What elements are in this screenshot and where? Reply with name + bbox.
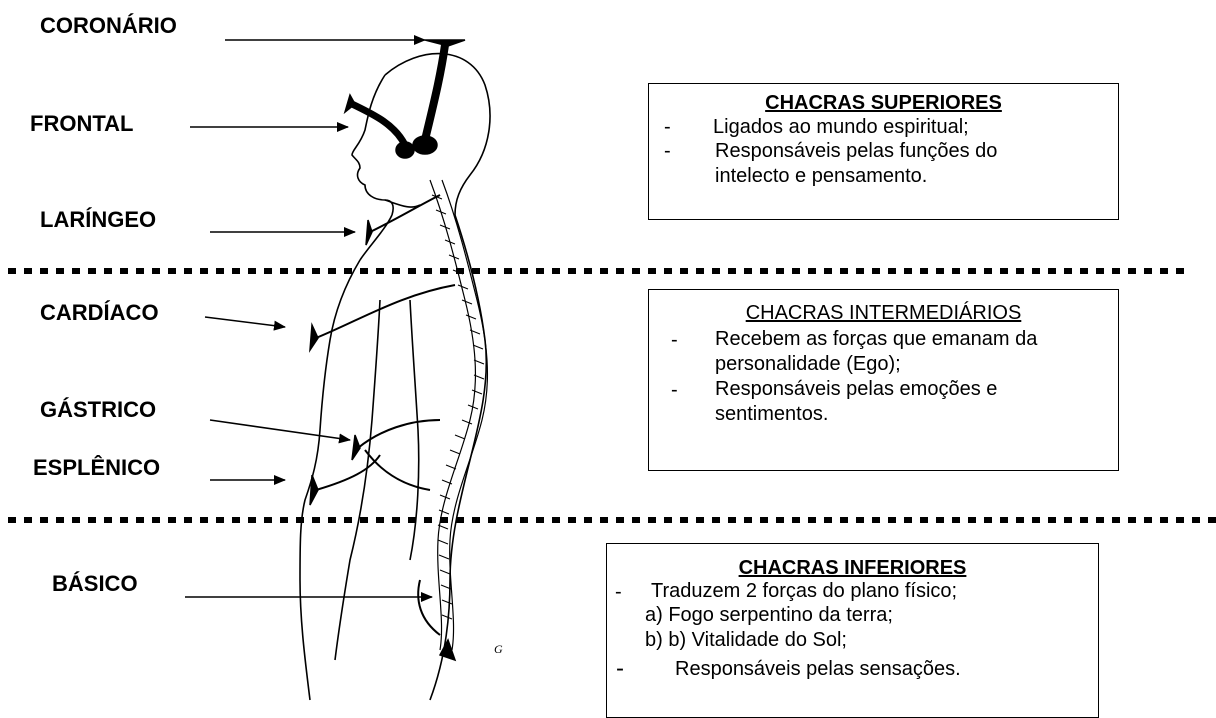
intermediarios-item-3: Responsáveis pelas emoções e xyxy=(715,378,998,400)
inferiores-title: CHACRAS INFERIORES xyxy=(738,557,967,579)
intermediarios-bullet-2: - xyxy=(671,379,678,401)
intermediarios-bullet-1: - xyxy=(671,329,678,351)
label-basico: BÁSICO xyxy=(52,571,138,596)
label-laringeo: LARÍNGEO xyxy=(40,207,157,232)
label-gastrico: GÁSTRICO xyxy=(40,397,157,422)
inferiores-bullet-1: - xyxy=(615,581,622,603)
superiores-item-2: Responsáveis pelas funções do xyxy=(715,140,998,162)
arrow-gastrico xyxy=(209,419,351,444)
intermediarios-box: CHACRAS INTERMEDIÁRIOS - Recebem as forç… xyxy=(648,289,1119,471)
superiores-item-3: intelecto e pensamento. xyxy=(715,165,928,187)
intermediarios-item-1: Recebem as forças que emanam da xyxy=(715,328,1038,350)
label-cardiaco: CARDÍACO xyxy=(40,300,159,325)
superiores-title: CHACRAS SUPERIORES xyxy=(765,92,1002,114)
inferiores-bullet-2: - xyxy=(616,655,624,682)
inferiores-item-4: Responsáveis pelas sensações. xyxy=(675,658,961,680)
label-frontal: FRONTAL xyxy=(30,111,134,136)
inferiores-item-1: Traduzem 2 forças do plano físico; xyxy=(651,580,958,602)
superiores-bullet-1: - xyxy=(664,116,671,138)
inferiores-item-3: b) b) Vitalidade do Sol; xyxy=(645,629,847,651)
superiores-bullet-2: - xyxy=(664,140,671,162)
superiores-box: CHACRAS SUPERIORES - Ligados ao mundo es… xyxy=(648,83,1119,220)
intermediarios-item-2: personalidade (Ego); xyxy=(715,353,901,375)
intermediarios-item-4: sentimentos. xyxy=(715,403,829,425)
label-coronario: CORONÁRIO xyxy=(40,13,177,38)
figure-letter-g: G xyxy=(494,642,503,656)
label-esplenico: ESPLÊNICO xyxy=(33,455,161,480)
inferiores-box: CHACRAS INFERIORES - Traduzem 2 forças d… xyxy=(606,543,1099,718)
superiores-item-1: Ligados ao mundo espiritual; xyxy=(713,116,969,138)
intermediarios-title: CHACRAS INTERMEDIÁRIOS xyxy=(745,302,1022,324)
arrow-cardiaco xyxy=(204,316,286,331)
inferiores-item-2: a) Fogo serpentino da terra; xyxy=(645,604,893,626)
